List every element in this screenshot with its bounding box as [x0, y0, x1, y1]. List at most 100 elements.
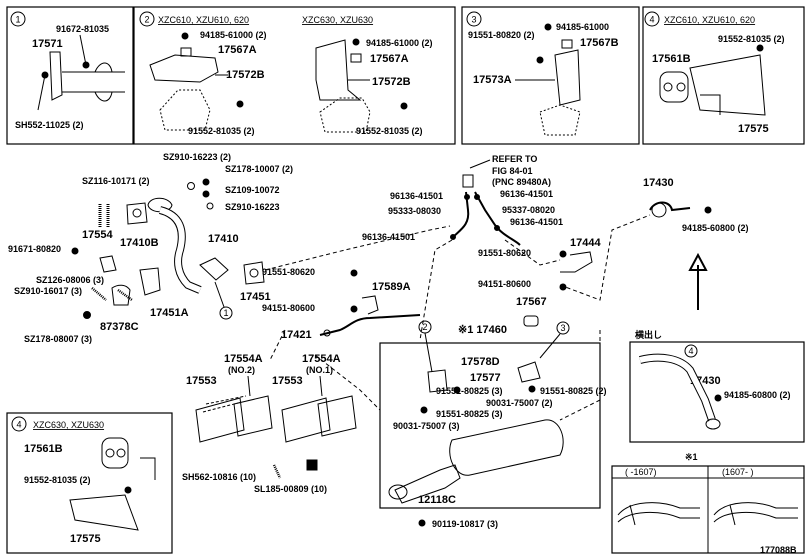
- part-label: SZ910-16223 (2): [163, 152, 231, 162]
- part-label: SZ116-10171 (2): [82, 176, 150, 186]
- part-label: 17553: [272, 375, 303, 387]
- panel-2: 2 XZC610, XZU610, 620 XZC630, XZU630 941…: [133, 6, 456, 145]
- callout-number: 4: [688, 346, 693, 356]
- part-label: 91551-80825 (3): [436, 386, 503, 396]
- callout-number: 3: [560, 323, 565, 333]
- part-label: 91551-80825 (2): [540, 386, 607, 396]
- part-label: 91551-80620: [478, 248, 531, 258]
- part-label: 91671-80820: [8, 244, 61, 254]
- part-label: 94185-61000: [556, 22, 609, 32]
- note-text: REFER TO: [492, 154, 537, 164]
- part-label: 17577: [470, 372, 501, 384]
- diagram-code: 177088B: [760, 545, 797, 555]
- part-label: SZ178-08007 (3): [24, 334, 92, 344]
- part-label: (NO.1): [306, 365, 333, 375]
- part-label: 94185-61000 (2): [200, 30, 267, 40]
- part-label: 17567B: [580, 37, 619, 49]
- part-label: 17575: [738, 123, 769, 135]
- callout-number: 1: [223, 308, 228, 318]
- cores-group: 17554A (NO.2) 17554A (NO.1) 17553 17553 …: [182, 353, 357, 494]
- part-label: 17573A: [473, 74, 512, 86]
- section-title: 横出し: [635, 329, 662, 340]
- leader-lines: [264, 214, 651, 421]
- panel-5: 4 XZC630, XZU630 17561B 91552-81035 (2) …: [6, 412, 173, 554]
- part-label: 96136-41501: [390, 191, 443, 201]
- panel-number: 4: [649, 15, 654, 25]
- part-label: 17410: [208, 233, 239, 245]
- part-label: 17554A: [224, 353, 263, 365]
- center-group: 91551-80620 17589A 94151-80600 17421 REF…: [262, 154, 601, 341]
- part-label: 94185-60800 (2): [682, 223, 749, 233]
- part-label: 91552-81035 (2): [718, 34, 785, 44]
- column-header: (1607- ): [722, 467, 754, 477]
- part-label: 91551-80820 (2): [468, 30, 535, 40]
- part-label: 17578D: [461, 356, 500, 368]
- bolt-bottom: 90119-10817 (3): [418, 519, 498, 529]
- panel-4: 4 XZC610, XZU610, 620 17561B 91552-81035…: [642, 6, 805, 145]
- part-label: 17567A: [218, 44, 257, 56]
- front-pipe-group: SZ910-16223 (2) SZ178-10007 (2) SZ116-10…: [8, 152, 293, 344]
- part-label: 17451: [240, 291, 271, 303]
- part-label: 12118C: [418, 494, 456, 506]
- tail-pipe-group: 17430 94185-60800 (2) 横出し 4 17430 94185-…: [611, 177, 805, 554]
- part-label: 91552-81035 (2): [24, 475, 91, 485]
- part-label: 90119-10817 (3): [432, 519, 498, 529]
- part-label: 17567: [516, 296, 547, 308]
- part-label: SZ126-08006 (3): [36, 275, 104, 285]
- part-label: 95333-08030: [388, 206, 441, 216]
- part-label: 17553: [186, 375, 217, 387]
- part-label: 91551-80620: [262, 267, 315, 277]
- part-label: 17451A: [150, 307, 189, 319]
- part-label: SZ109-10072: [225, 185, 280, 195]
- part-label: 95337-08020: [502, 205, 555, 215]
- panel-number: 4: [16, 420, 21, 430]
- part-label: SZ910-16223: [225, 202, 280, 212]
- part-label: 94185-60800 (2): [724, 390, 791, 400]
- part-label: SZ910-16017 (3): [14, 286, 82, 296]
- part-label: 90031-75007 (2): [486, 398, 553, 408]
- part-label: 17444: [570, 237, 601, 249]
- panel-number: 2: [144, 15, 149, 25]
- part-label: 17567A: [370, 53, 409, 65]
- note-symbol: ※1: [685, 452, 698, 462]
- panel-header: XZC610, XZU610, 620: [664, 15, 755, 25]
- part-label: 90031-75007 (3): [393, 421, 460, 431]
- part-label: 94151-80600: [478, 279, 531, 289]
- part-label: 91551-80825 (3): [436, 409, 503, 419]
- part-label: 17571: [32, 38, 63, 50]
- part-label: 17572B: [226, 69, 265, 81]
- panel-number: 3: [471, 15, 476, 25]
- part-label: 17410B: [120, 237, 159, 249]
- panel-3: 3 94185-61000 91551-80820 (2) 17567B 175…: [461, 6, 640, 145]
- panel-header: XZC630, XZU630: [302, 15, 373, 25]
- note-text: (PNC 89480A): [492, 177, 551, 187]
- note-text: FIG 84-01: [492, 166, 533, 176]
- part-label: 94185-61000 (2): [366, 38, 433, 48]
- part-label: 96136-41501: [500, 189, 553, 199]
- part-label: 17554A: [302, 353, 341, 365]
- panel-1: 1 91672-81035 17571 SH552-11025 (2): [6, 6, 134, 145]
- part-label: 17572B: [372, 76, 411, 88]
- part-label: SZ178-10007 (2): [225, 164, 293, 174]
- part-label: 17575: [70, 533, 101, 545]
- part-label: 87378C: [100, 321, 139, 333]
- part-label: ※1 17460: [458, 324, 507, 336]
- panel-header: XZC630, XZU630: [33, 420, 104, 430]
- part-label: 91552-81035 (2): [188, 126, 255, 136]
- part-label: 17589A: [372, 281, 411, 293]
- column-header: ( -1607): [625, 467, 657, 477]
- part-label: 96136-41501: [510, 217, 563, 227]
- part-label: 17554: [82, 229, 113, 241]
- callout-number: 2: [422, 322, 427, 332]
- part-label: (NO.2): [228, 365, 255, 375]
- part-label: 17430: [643, 177, 674, 189]
- part-label: 94151-80600: [262, 303, 315, 313]
- part-label: SH562-10816 (10): [182, 472, 256, 482]
- part-label: 17421: [281, 329, 312, 341]
- part-label: SH552-11025 (2): [15, 120, 84, 130]
- panel-header: XZC610, XZU610, 620: [158, 15, 249, 25]
- part-label: 17561B: [652, 53, 691, 65]
- part-label: SL185-00809 (10): [254, 484, 327, 494]
- part-label: 17561B: [24, 443, 63, 455]
